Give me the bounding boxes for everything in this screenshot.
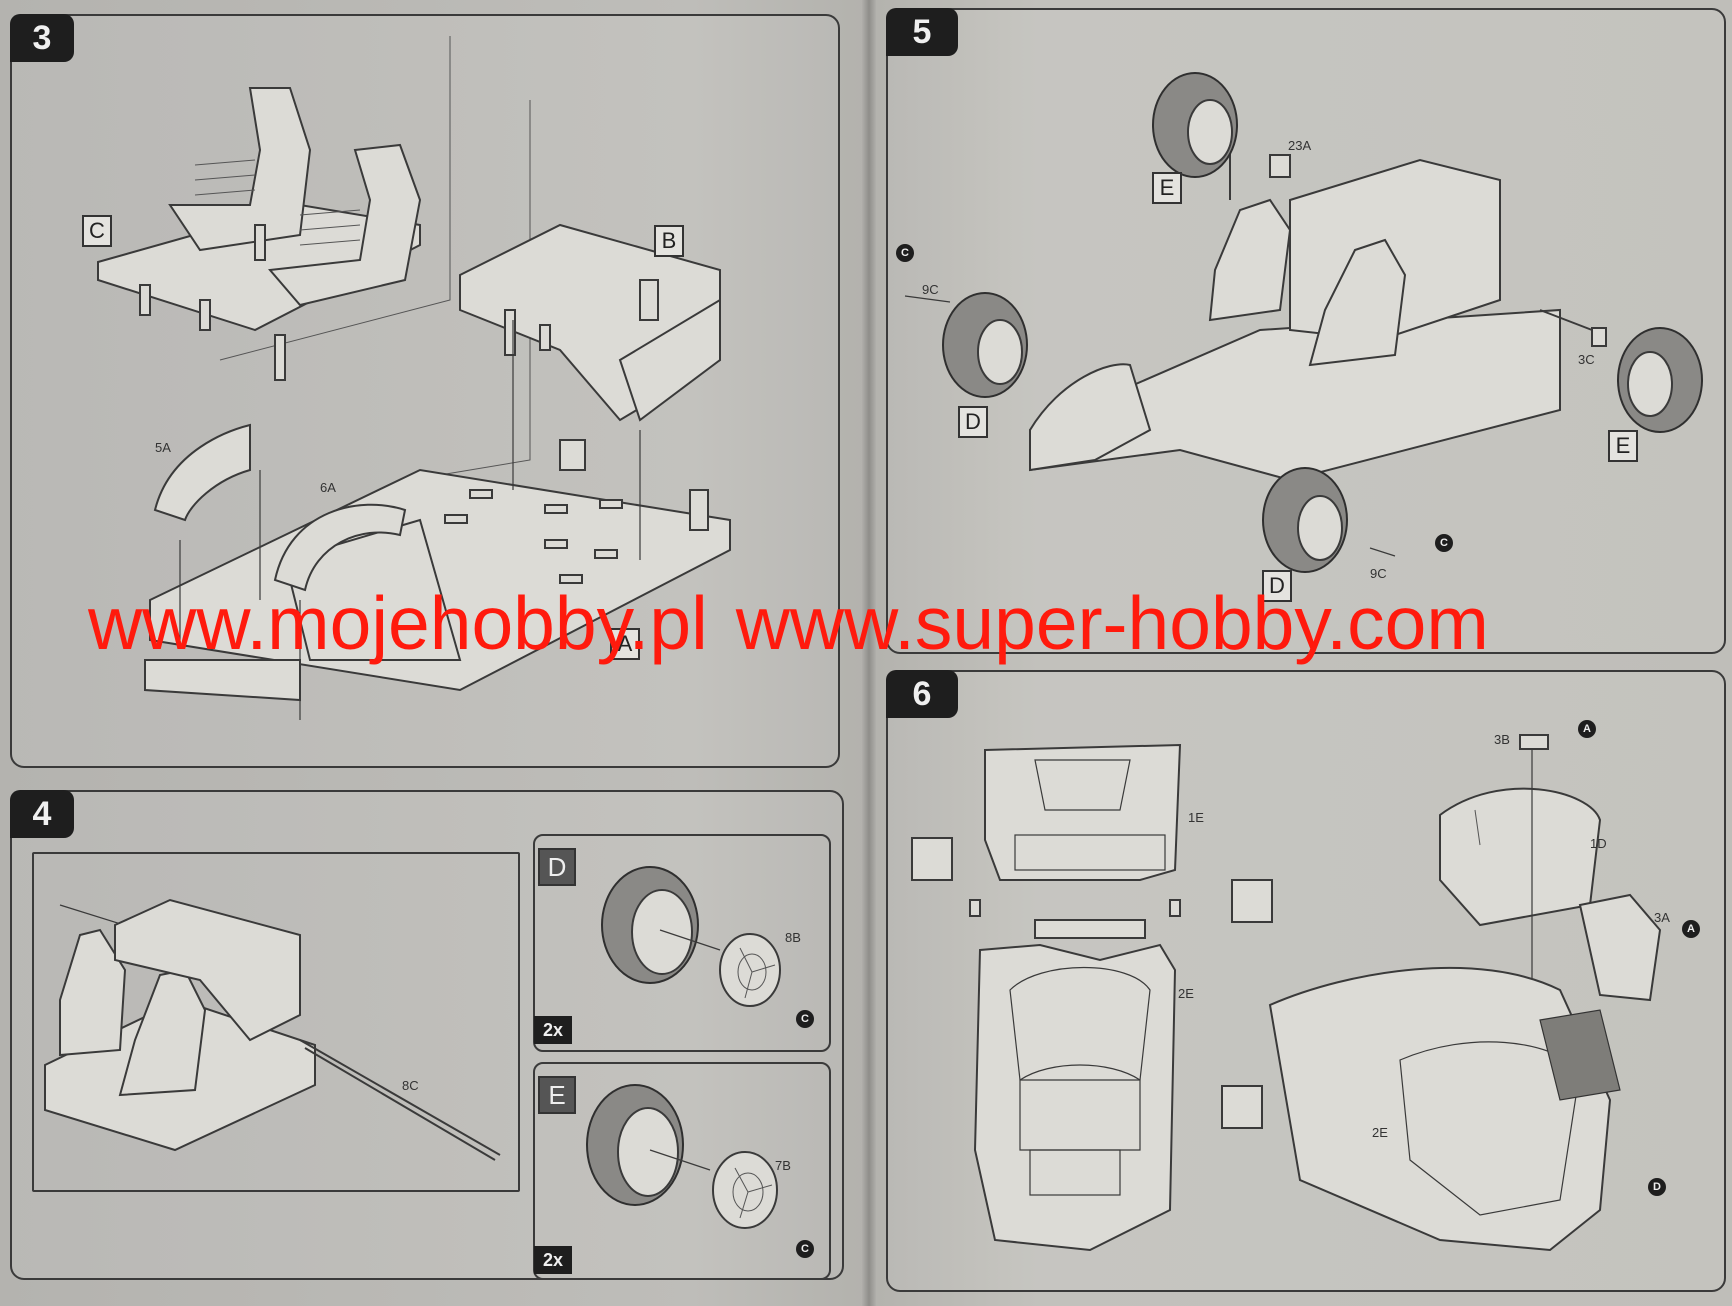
subassembly-d-frame (533, 834, 831, 1052)
windscreen-icon (1439, 787, 1602, 927)
part-23a: 23A (1288, 138, 1312, 153)
part-2e-front: 2E (1178, 986, 1194, 1001)
multiplier-d: 2x (534, 1016, 572, 1044)
part-label-b: B (654, 225, 684, 257)
part-6a: 6A (320, 480, 336, 495)
cement-icon: C (1435, 534, 1453, 552)
cement-icon: D (1648, 1178, 1666, 1196)
part-3c: 3C (1578, 352, 1595, 367)
subassembly-e-label: E (538, 1076, 576, 1114)
part-9c-bottom: 9C (1370, 566, 1387, 581)
seat-icon (168, 87, 422, 307)
cement-icon: C (796, 1240, 814, 1258)
part-label-e-right: E (1608, 430, 1638, 462)
part-label-a: A (610, 628, 640, 660)
part-label-e-top: E (1152, 172, 1182, 204)
cement-icon: A (1578, 720, 1596, 738)
wheel-icon (942, 72, 1703, 573)
page-fold (862, 0, 876, 1306)
cement-icon: C (796, 1010, 814, 1028)
part-1d: 1D (1590, 836, 1607, 851)
watermark-right-url: www.super-hobby.com (735, 581, 1489, 665)
watermark: www.mojehobby.pl www.super-hobby.com (88, 580, 1728, 666)
step-5-badge: 5 (886, 8, 958, 56)
step-3-badge: 3 (10, 14, 74, 62)
subassembly-e-frame (533, 1062, 831, 1280)
step-4-badge: 4 (10, 790, 74, 838)
part-1e: 1E (1188, 810, 1204, 825)
part-9c-left: 9C (922, 282, 939, 297)
part-8b: 8B (785, 930, 801, 945)
multiplier-e: 2x (534, 1246, 572, 1274)
subassembly-d-label: D (538, 848, 576, 886)
cement-icon: C (896, 244, 914, 262)
watermark-left-url: www.mojehobby.pl (88, 581, 708, 665)
step-4-main-frame (32, 852, 520, 1192)
part-8c: 8C (402, 1078, 419, 1093)
part-label-c: C (82, 215, 112, 247)
cement-icon: A (1682, 920, 1700, 938)
part-label-d-bottom: D (1262, 570, 1292, 602)
part-2e-shell: 2E (1372, 1125, 1388, 1140)
part-label-d-left: D (958, 406, 988, 438)
step-6-badge: 6 (886, 670, 958, 718)
chassis-icon (459, 223, 721, 422)
part-3a: 3A (1654, 910, 1670, 925)
body-shell-icon (969, 743, 1182, 1252)
part-3b: 3B (1494, 732, 1510, 747)
part-5a: 5A (155, 440, 171, 455)
part-7b: 7B (775, 1158, 791, 1173)
